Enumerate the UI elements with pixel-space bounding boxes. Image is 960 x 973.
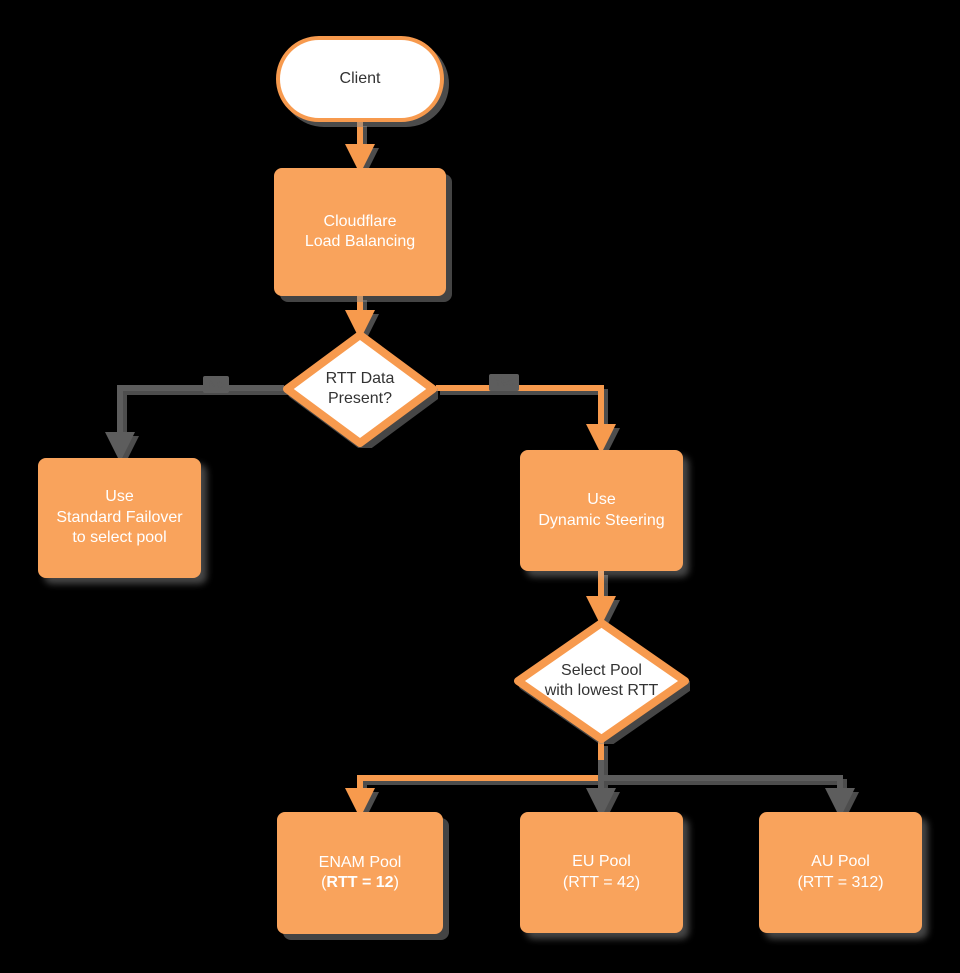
node-enam-pool-line2: (RTT = 12) [321,874,399,891]
node-au-pool-line2: (RTT = 312) [797,873,884,891]
node-enam-pool-label: ENAM Pool (RTT = 12) [319,853,402,894]
node-eu-pool-line1: EU Pool [572,853,631,871]
edge-select-pool-to-enam-pool [345,742,604,818]
node-enam-pool-rtt: RTT = 12 [326,874,394,891]
node-standard-failover-line3: to select pool [72,529,167,547]
node-select-pool-decision[interactable]: Select Pool with lowest RTT [513,618,690,744]
node-load-balancing-label: Cloudflare Load Balancing [305,212,415,253]
edge-label-yes: Yes [489,374,520,392]
node-load-balancing-line2: Load Balancing [304,233,416,250]
node-dynamic-steering[interactable]: Use Dynamic Steering [520,450,683,571]
node-au-pool-label: AU Pool (RTT = 312) [797,852,883,893]
node-au-pool-line1: AU Pool [811,853,870,871]
node-dynamic-steering-line1: Use [587,491,616,509]
node-standard-failover-line2: Standard Failover [56,508,183,526]
node-client-label: Client [339,69,381,87]
node-dynamic-steering-line2: Dynamic Steering [538,511,665,529]
diamond-shape-rtt [283,331,437,447]
node-rtt-decision[interactable]: RTT Data Present? [282,330,438,448]
node-enam-pool-line1: ENAM Pool [318,853,402,871]
node-eu-pool[interactable]: EU Pool (RTT = 42) [520,812,683,933]
node-eu-pool-line2: (RTT = 42) [562,873,641,891]
node-standard-failover-label: Use Standard Failover to select pool [56,487,182,548]
node-standard-failover-line1: Use [105,488,134,506]
diamond-shape-select-pool [514,619,689,743]
node-load-balancing[interactable]: Cloudflare Load Balancing [274,168,446,296]
edge-rtt-yes-to-dynamic-steering [436,385,616,454]
edge-label-no: No [203,376,229,394]
node-load-balancing-line1: Cloudflare [323,212,397,230]
node-dynamic-steering-label: Use Dynamic Steering [538,490,664,531]
node-enam-pool[interactable]: ENAM Pool (RTT = 12) [277,812,443,934]
node-client[interactable]: Client [276,36,444,122]
node-eu-pool-label: EU Pool (RTT = 42) [563,852,640,893]
node-standard-failover[interactable]: Use Standard Failover to select pool [38,458,201,578]
node-au-pool[interactable]: AU Pool (RTT = 312) [759,812,922,933]
edge-rtt-no-to-standard-failover [105,385,284,462]
edge-select-pool-to-au-pool [601,775,855,818]
